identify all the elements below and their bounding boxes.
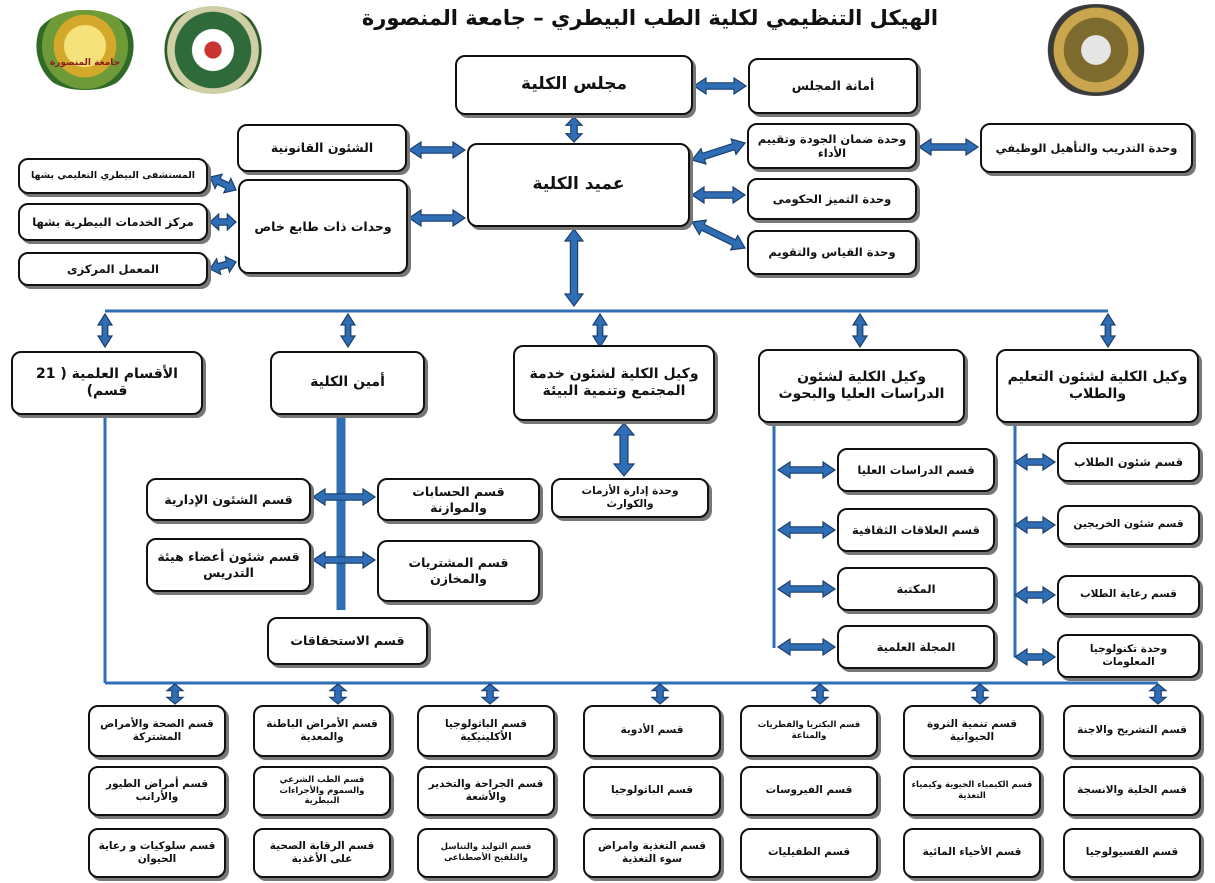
- department-box: قسم الباثولوجيا: [583, 766, 721, 816]
- double-arrow: [917, 137, 980, 157]
- double-arrow: [311, 487, 377, 507]
- double-arrow: [851, 312, 869, 349]
- vice-education-box: وكيل الكلية لشئون التعليم والطلاب: [996, 349, 1199, 423]
- double-arrow: [612, 422, 636, 477]
- double-arrow: [776, 637, 837, 657]
- department-box: قسم الخلية والانسجة: [1063, 766, 1201, 816]
- double-arrow: [776, 460, 837, 480]
- admin-affairs-box: قسم الشئون الإدارية: [146, 478, 311, 521]
- department-box: قسم تنمية الثروة الحيوانية: [903, 705, 1041, 757]
- department-box: قسم الأمراض الباطنة والمعدية: [253, 705, 391, 757]
- department-box: قسم الكيمياء الحيوية وكيمياء التغذية: [903, 766, 1041, 816]
- staff-affairs-box: قسم شئون أعضاء هيئة التدريس: [146, 538, 311, 592]
- entitlements-box: قسم الاستحقاقات: [267, 617, 428, 665]
- double-arrow: [776, 579, 837, 599]
- department-box: قسم الباثولوجيا الأكلينيكية: [417, 705, 555, 757]
- logo-caption: جامعة المنصورة: [49, 58, 121, 68]
- it-unit-box: وحدة تكنولوجيا المعلومات: [1057, 634, 1200, 678]
- department-box: قسم الطفيليات: [740, 828, 878, 878]
- department-box: قسم التغذية وامراض سوء التغذية: [583, 828, 721, 878]
- hospital-box: المستشفى البيطري التعليمي بشها: [18, 158, 208, 194]
- council-secretariat-box: أمانة المجلس: [748, 58, 918, 114]
- cultural-relations-box: قسم العلاقات الثقافية: [837, 508, 995, 552]
- mansoura-university-logo: [32, 10, 138, 90]
- department-box: قسم الرقابة الصحية على الأغذية: [253, 828, 391, 878]
- accounts-box: قسم الحسابات والموازنة: [377, 478, 540, 521]
- vice-community-box: وكيل الكلية لشئون خدمة المجتمع وتنمية ال…: [513, 345, 715, 421]
- double-arrow: [1013, 647, 1057, 667]
- double-arrow: [692, 76, 748, 96]
- double-arrow: [776, 520, 837, 540]
- procurement-box: قسم المشتريات والمخازن: [377, 540, 540, 602]
- crisis-unit-box: وحدة إدارة الأزمات والكوارث: [551, 478, 709, 518]
- double-arrow: [690, 138, 747, 165]
- measurement-unit-box: وحدة القياس والتقويم: [747, 230, 917, 275]
- department-box: قسم سلوكيات و رعاية الحيوان: [88, 828, 226, 878]
- graduates-box: قسم شئون الخريجين: [1057, 505, 1200, 545]
- double-arrow: [1148, 683, 1168, 705]
- double-arrow: [1013, 585, 1057, 605]
- student-affairs-box: قسم شئون الطلاب: [1057, 442, 1200, 482]
- double-arrow: [564, 116, 584, 143]
- department-box: قسم الطب الشرعي والسموم والأجراءات البيط…: [253, 766, 391, 816]
- journal-box: المجلة العلمية: [837, 625, 995, 669]
- central-lab-box: المعمل المركزى: [18, 252, 208, 286]
- double-arrow: [209, 212, 237, 232]
- vice-postgrad-box: وكيل الكلية لشئون الدراسات العليا والبحو…: [758, 349, 965, 423]
- department-box: قسم الجراحة والتخدير والأشعة: [417, 766, 555, 816]
- double-arrow: [650, 683, 670, 705]
- chart-title: الهيكل التنظيمي لكلية الطب البيطري – جام…: [361, 6, 939, 30]
- double-arrow: [1013, 452, 1057, 472]
- double-arrow: [1099, 312, 1117, 349]
- training-unit-box: وحدة التدريب والتأهيل الوظيفي: [980, 123, 1193, 173]
- secretary-box: أمين الكلية: [270, 351, 425, 415]
- department-box: قسم الفيروسات: [740, 766, 878, 816]
- double-arrow: [563, 228, 585, 307]
- double-arrow: [407, 140, 467, 160]
- council-box: مجلس الكلية: [455, 55, 693, 115]
- department-box: قسم الأحياء المائية: [903, 828, 1041, 878]
- double-arrow: [691, 219, 746, 251]
- double-arrow: [591, 312, 609, 349]
- department-box: قسم أمراض الطيور والأرانب: [88, 766, 226, 816]
- dean-box: عميد الكلية: [467, 143, 690, 227]
- double-arrow: [480, 683, 500, 705]
- library-box: المكتبة: [837, 567, 995, 611]
- double-arrow: [970, 683, 990, 705]
- double-arrow: [407, 208, 467, 228]
- double-arrow: [328, 683, 348, 705]
- double-arrow: [690, 185, 747, 205]
- double-arrow: [311, 550, 377, 570]
- double-arrow: [165, 683, 185, 705]
- double-arrow: [209, 173, 237, 194]
- double-arrow: [209, 255, 237, 276]
- department-box: قسم البكتريا والفطريات والمناعة: [740, 705, 878, 757]
- student-care-box: قسم رعاية الطلاب: [1057, 575, 1200, 615]
- departments-box: الأقسام العلمية ( 21 قسم): [11, 351, 203, 415]
- excellence-unit-box: وحدة التميز الحكومى: [747, 178, 917, 220]
- postgrad-studies-box: قسم الدراسات العليا: [837, 448, 995, 492]
- department-box: قسم الأدوية: [583, 705, 721, 757]
- double-arrow: [339, 312, 357, 349]
- special-units-box: وحدات ذات طابع خاص: [238, 179, 408, 274]
- department-box: قسم الفسيولوجيا: [1063, 828, 1201, 878]
- veterinary-faculty-seal: [160, 6, 266, 94]
- double-arrow: [96, 312, 114, 349]
- double-arrow: [810, 683, 830, 705]
- legal-affairs-box: الشئون القانونية: [237, 124, 407, 172]
- double-arrow: [1013, 515, 1057, 535]
- department-box: قسم التوليد والتناسل والتلقيح الأصطناعى: [417, 828, 555, 878]
- services-center-box: مركز الخدمات البيطرية بشها: [18, 203, 208, 241]
- veterinary-emblem: [1040, 4, 1152, 96]
- department-box: قسم التشريح والاجنة: [1063, 705, 1201, 757]
- department-box: قسم الصحة والأمراض المشتركة: [88, 705, 226, 757]
- quality-unit-box: وحدة ضمان الجودة وتقييم الأداء: [747, 123, 917, 169]
